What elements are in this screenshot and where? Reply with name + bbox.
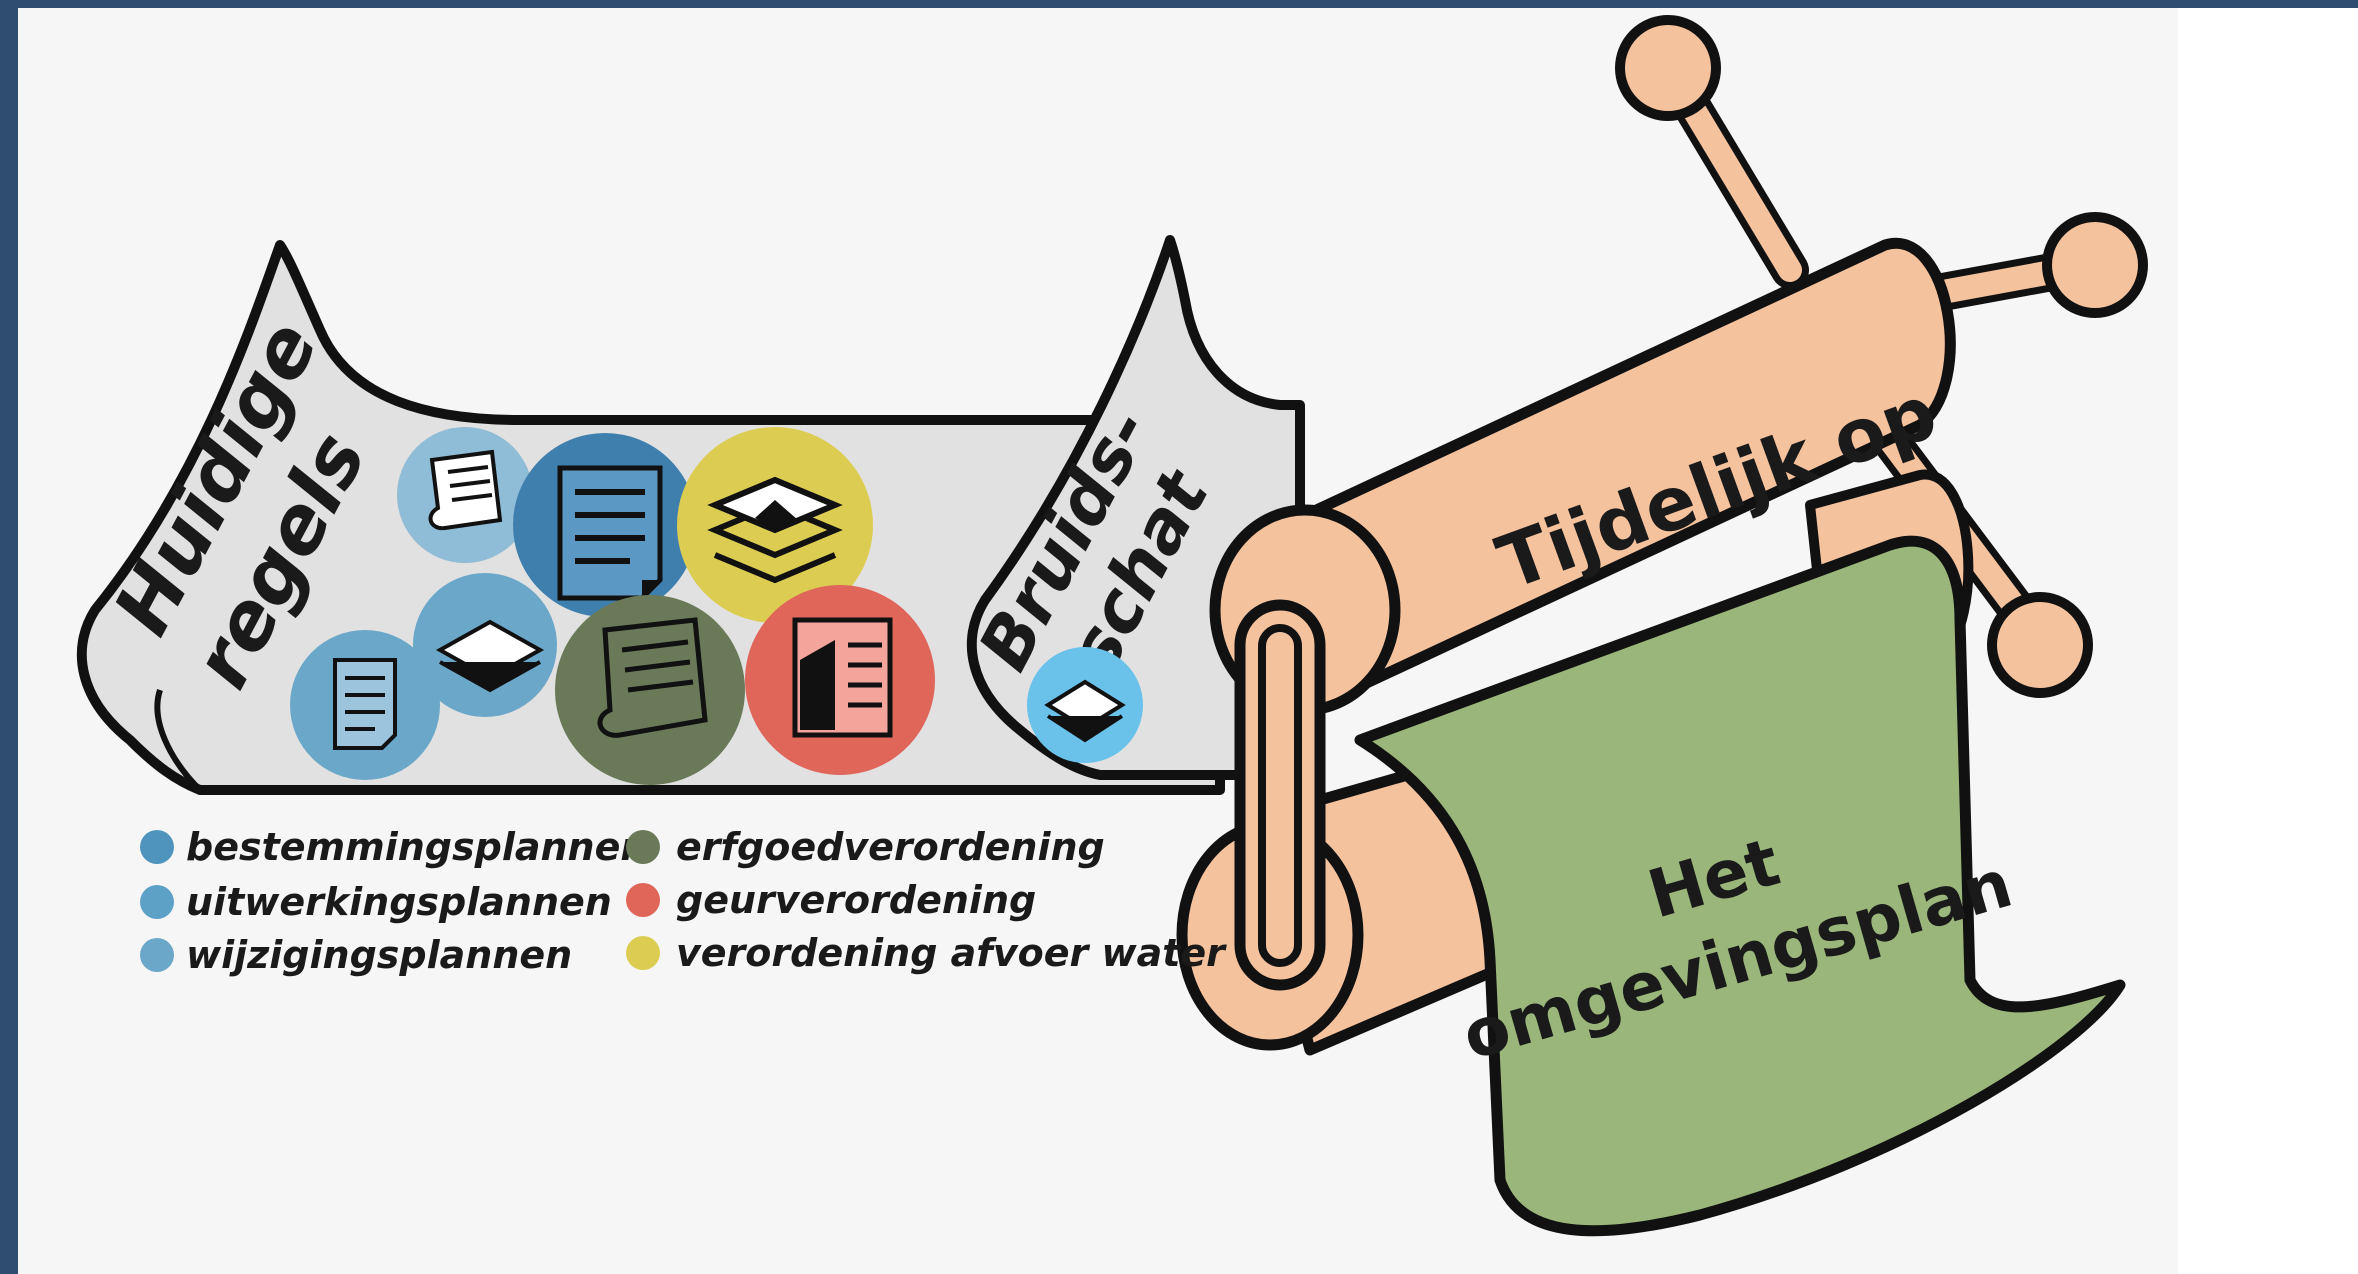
heritage-scroll-icon	[555, 595, 745, 785]
frame-left-border	[0, 0, 18, 1274]
printing-press	[1176, 15, 2148, 1237]
legend-item: erfgoedverordening	[626, 825, 1105, 869]
dowry-pages-icon	[1027, 647, 1143, 763]
legend-item: wijzigingsplannen	[140, 933, 572, 977]
legend-item: verordening afvoer water	[626, 931, 1227, 975]
legend-label: geurverordening	[676, 878, 1036, 922]
current-rules-scroll-curl	[154, 689, 203, 793]
environment-plan-sheet	[1354, 535, 2126, 1237]
scroll-document-icon-small	[397, 427, 533, 563]
legend-label: uitwerkingsplannen	[186, 880, 612, 924]
legend-label: verordening afvoer water	[676, 931, 1227, 975]
legend-item: geurverordening	[626, 878, 1036, 922]
odor-document-icon	[745, 585, 935, 775]
top-roller	[1289, 237, 1956, 706]
legend-item: bestemmingsplannen	[140, 825, 647, 869]
roller-side-link	[1234, 599, 1326, 991]
legend-label: erfgoedverordening	[676, 825, 1105, 869]
legend-label: wijzigingsplannen	[186, 933, 572, 977]
layers-icon	[677, 427, 873, 623]
stacked-pages-icon	[413, 573, 557, 717]
current-rules-icons	[290, 427, 935, 785]
zoning-plan-document-icon	[513, 433, 697, 617]
legend-item: uitwerkingsplannen	[140, 880, 612, 924]
plan-document-icon	[290, 630, 440, 780]
legend: bestemmingsplannen uitwerkingsplannen wi…	[140, 825, 1227, 977]
frame-top-border	[0, 0, 2358, 8]
legend-label: bestemmingsplannen	[186, 825, 647, 869]
